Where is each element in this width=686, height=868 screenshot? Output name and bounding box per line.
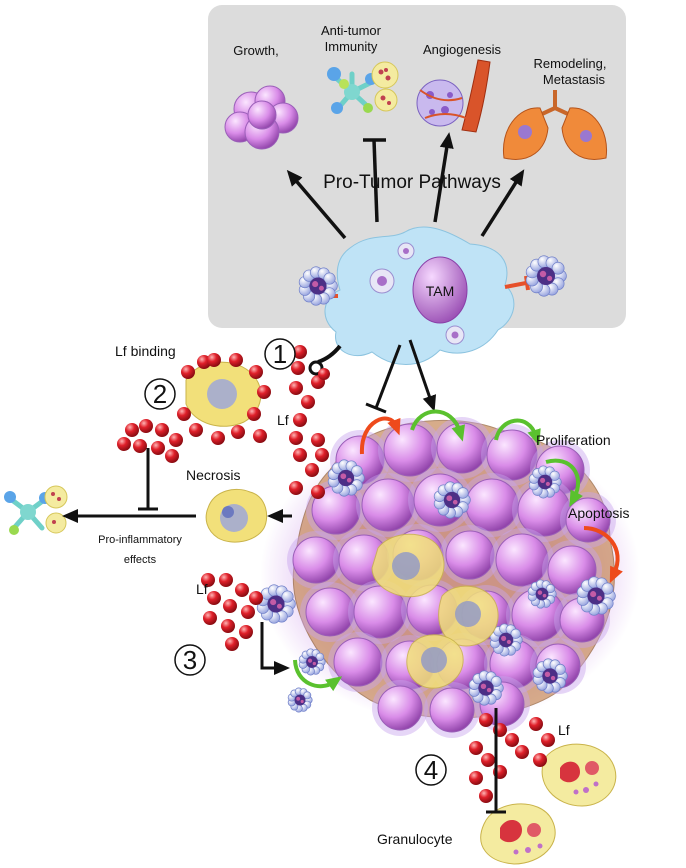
lf-label-step3: Lf bbox=[196, 581, 208, 597]
growth-label: Growth, bbox=[233, 43, 279, 58]
granulocyte-label: Granulocyte bbox=[377, 831, 453, 847]
remodeling-label: Remodeling, bbox=[534, 56, 607, 71]
tam-nucleus bbox=[412, 256, 468, 324]
anti-tumor-label: Anti-tumor bbox=[321, 23, 382, 38]
svg-text:2: 2 bbox=[153, 379, 167, 409]
pathways-panel bbox=[208, 5, 626, 328]
lf-receptor-step1 bbox=[308, 344, 342, 380]
effects-label: effects bbox=[124, 554, 157, 566]
tam-label: TAM bbox=[426, 283, 455, 299]
lungs-icon bbox=[502, 90, 608, 160]
svg-text:3: 3 bbox=[183, 645, 197, 675]
step-4-marker: 4 bbox=[415, 754, 447, 786]
proinflammatory-cells-icon bbox=[4, 485, 68, 535]
angiogenesis-label: Angiogenesis bbox=[423, 42, 502, 57]
step-1-marker: 1 bbox=[264, 338, 296, 370]
process-arrows bbox=[62, 448, 506, 814]
necrotic-cell-tumor-2 bbox=[438, 585, 499, 647]
svg-text:4: 4 bbox=[424, 755, 438, 785]
granulocyte-cell-1 bbox=[541, 743, 617, 807]
pathways-title: Pro-Tumor Pathways bbox=[323, 172, 501, 193]
svg-text:1: 1 bbox=[273, 339, 287, 369]
tumor-cluster-icon bbox=[224, 85, 299, 150]
lf-binding-label: Lf binding bbox=[115, 343, 176, 359]
proliferation-arrows bbox=[293, 409, 623, 692]
immune-cells-icon bbox=[327, 61, 399, 114]
lactoferrin-beads bbox=[117, 345, 555, 803]
necrotic-cell-lf-binding bbox=[185, 361, 262, 427]
necrotic-cell-tumor-1 bbox=[371, 533, 445, 598]
necrotic-cell-tumor-3 bbox=[406, 634, 464, 689]
step-2-marker: 2 bbox=[144, 378, 176, 410]
necrotic-cell-left bbox=[205, 488, 268, 543]
granulocyte-cell-2 bbox=[480, 803, 556, 865]
pathway-arrows bbox=[286, 132, 525, 240]
phagosome-icon bbox=[369, 242, 465, 345]
tam-to-tumor-arrows bbox=[365, 339, 437, 414]
lf-label-binding: Lf bbox=[277, 412, 289, 428]
proliferation-label: Proliferation bbox=[536, 432, 611, 448]
apoptosis-label: Apoptosis bbox=[568, 505, 629, 521]
necrosis-label: Necrosis bbox=[186, 467, 240, 483]
step-3-marker: 3 bbox=[174, 644, 206, 676]
metastasis-label: Metastasis bbox=[543, 72, 606, 87]
immunity-label: Immunity bbox=[325, 39, 378, 54]
proinflammatory-label: Pro-inflammatory bbox=[98, 534, 182, 546]
vesicle-cells bbox=[256, 255, 616, 713]
lf-label-step4: Lf bbox=[558, 722, 570, 738]
blood-vessel-icon bbox=[416, 59, 491, 133]
